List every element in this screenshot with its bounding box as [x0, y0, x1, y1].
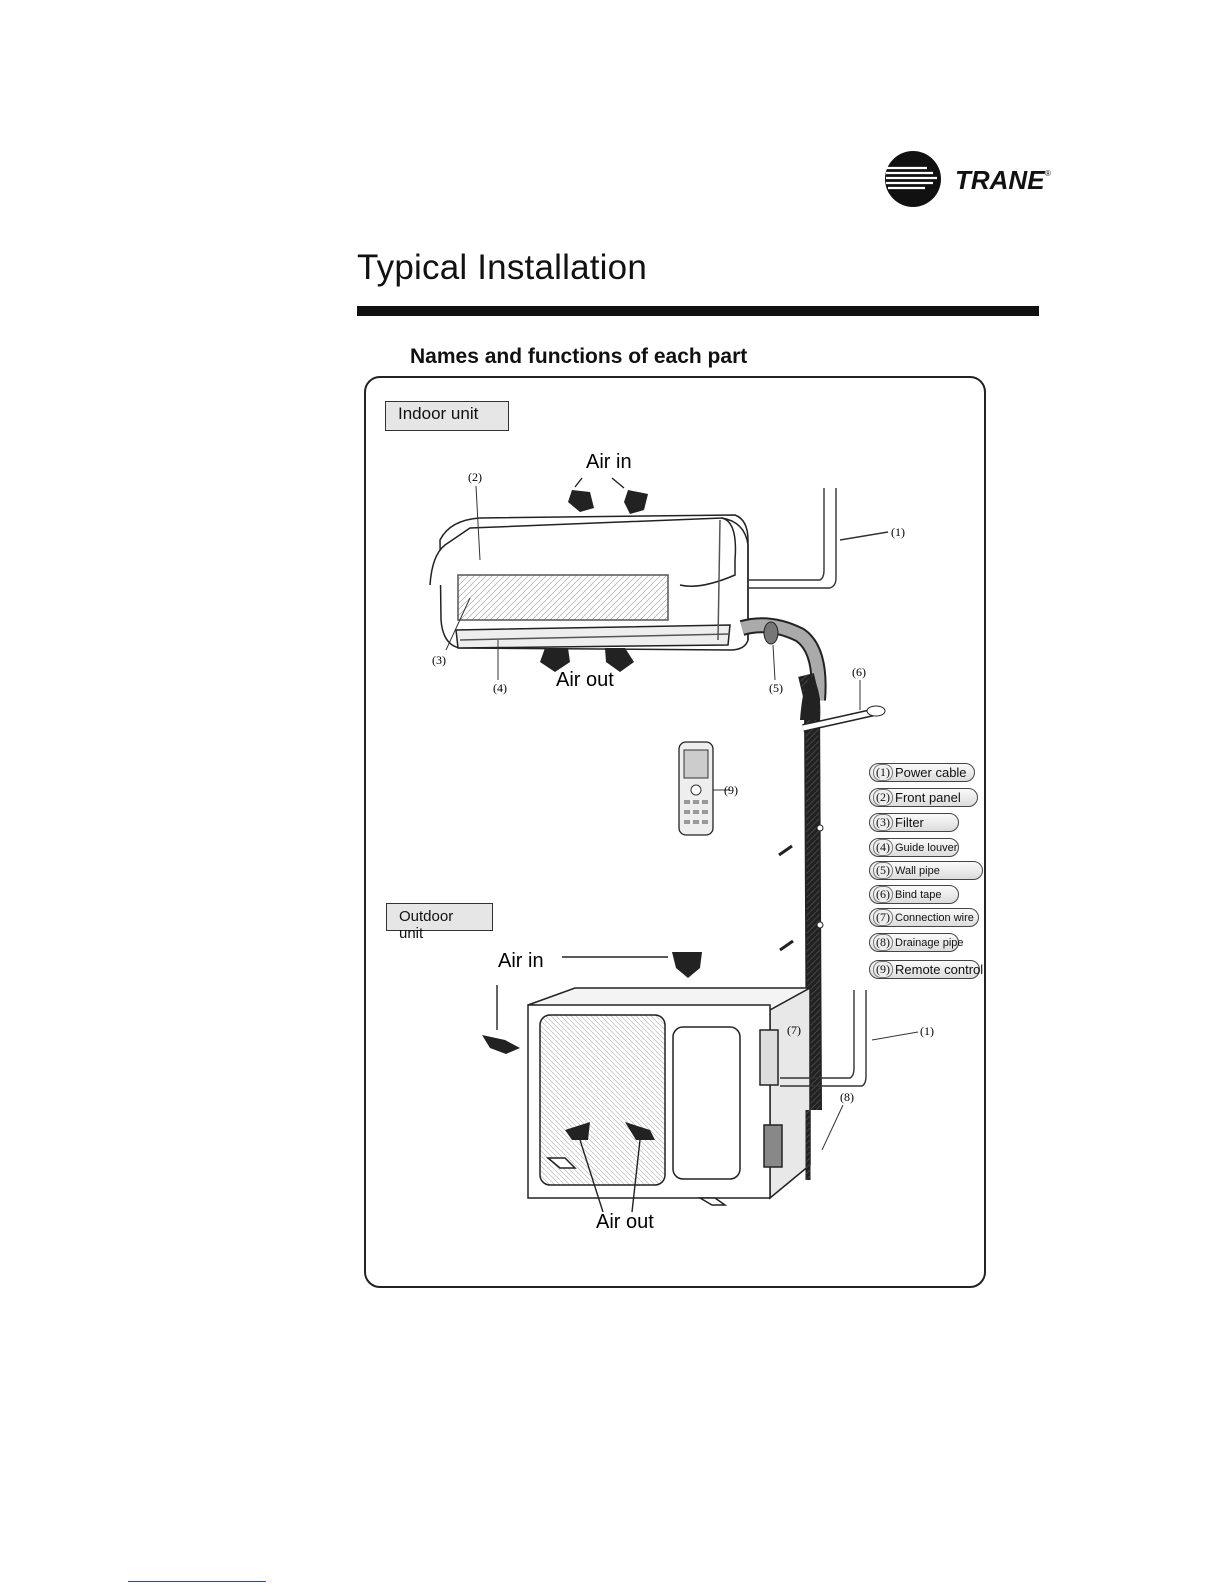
legend-number: (5) [873, 862, 893, 879]
legend-text: Remote control [895, 962, 984, 977]
callout-5: (5) [769, 681, 783, 695]
legend-item: (1) Power cable [869, 763, 975, 782]
indoor-unit-label: Indoor unit [385, 401, 509, 431]
legend-item: (4) Guide louver [869, 838, 959, 857]
legend-text: Guide louver [895, 841, 958, 854]
legend-item: (3) Filter [869, 813, 959, 832]
legend-item: (9) Remote control [869, 960, 984, 979]
legend-number: (4) [873, 839, 893, 856]
legend-item: (7) Connection wire [869, 908, 979, 927]
logo-wordmark: TRANE [955, 165, 1045, 195]
remote-control-drawing [678, 741, 714, 836]
legend-text: Bind tape [895, 888, 942, 901]
callout-1-indoor: (1) [891, 525, 905, 539]
callout-8: (8) [840, 1090, 854, 1104]
indoor-air-in-text: Air in [586, 451, 632, 473]
legend-number: (7) [873, 909, 893, 926]
legend-number: (2) [873, 789, 893, 806]
diagram-frame [364, 376, 986, 1288]
callout-1-outdoor: (1) [920, 1024, 934, 1038]
bottom-link-underline[interactable] [128, 1581, 266, 1582]
legend-text: Filter [895, 815, 924, 830]
legend-text: Wall pipe [895, 864, 940, 877]
legend-number: (1) [873, 764, 893, 781]
callout-2: (2) [468, 470, 482, 484]
legend-number: (6) [873, 886, 893, 903]
legend-text: Front panel [895, 790, 961, 805]
outdoor-air-in-text: Air in [498, 950, 544, 972]
callout-9: (9) [724, 783, 738, 797]
title-rule [357, 306, 1039, 316]
trane-logo: TRANE ® [885, 150, 1065, 210]
legend-item: (5) Wall pipe [869, 861, 983, 880]
legend-number: (3) [873, 814, 893, 831]
outdoor-air-arrows [482, 952, 702, 1140]
indoor-unit-drawing [429, 514, 749, 651]
power-cable-indoor [748, 488, 889, 589]
legend-item: (8) Drainage pipe [869, 933, 964, 952]
page-title: Typical Installation [357, 248, 647, 287]
registered-mark: ® [1045, 169, 1051, 178]
legend-text: Drainage pipe [895, 936, 964, 949]
section-heading: Names and functions of each part [410, 345, 748, 368]
indoor-air-out-text: Air out [556, 669, 614, 691]
outdoor-unit-drawing [527, 986, 811, 1206]
wall-pipe-and-hose [739, 617, 886, 1111]
legend-item: (6) Bind tape [869, 885, 959, 904]
legend-text: Connection wire [895, 911, 974, 924]
outdoor-air-out-text: Air out [596, 1211, 654, 1233]
callout-4: (4) [493, 681, 507, 695]
outdoor-unit-label: Outdoor unit [386, 903, 493, 942]
legend-number: (9) [873, 961, 893, 978]
callout-7: (7) [787, 1023, 801, 1037]
callout-3: (3) [432, 653, 446, 667]
legend-number: (8) [873, 934, 893, 951]
legend-text: Power cable [895, 765, 967, 780]
indoor-air-arrows [540, 490, 648, 672]
callout-6: (6) [852, 665, 866, 679]
legend-item: (2) Front panel [869, 788, 978, 807]
